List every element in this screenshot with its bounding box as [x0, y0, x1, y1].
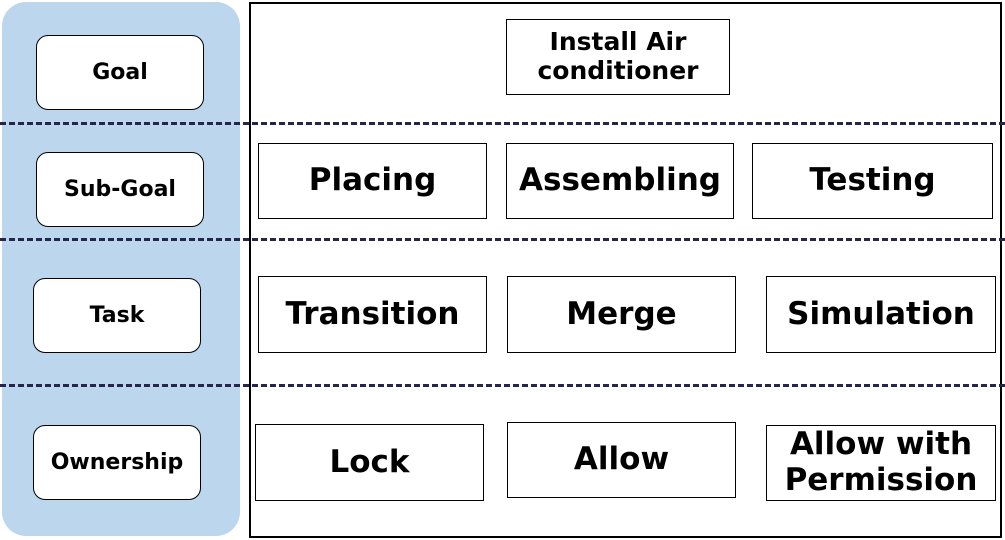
level-divider	[0, 384, 1005, 387]
level-label-task: Task	[33, 278, 201, 353]
level-label-sub-goal: Sub-Goal	[36, 152, 204, 227]
level-label-ownership: Ownership	[33, 425, 201, 500]
sub-goal-node: Testing	[752, 143, 993, 219]
ownership-node: Allow with Permission	[766, 425, 996, 501]
task-node: Transition	[258, 276, 487, 353]
level-divider	[0, 122, 1005, 125]
level-label-goal: Goal	[36, 35, 204, 110]
task-node: Simulation	[766, 276, 996, 353]
sub-goal-node: Assembling	[506, 143, 734, 219]
ownership-node: Allow	[507, 422, 736, 498]
level-divider	[0, 238, 1005, 241]
sub-goal-node: Placing	[258, 143, 487, 219]
ownership-node: Lock	[255, 424, 484, 501]
task-node: Merge	[507, 276, 736, 353]
goal-node: Install Air conditioner	[506, 19, 730, 95]
